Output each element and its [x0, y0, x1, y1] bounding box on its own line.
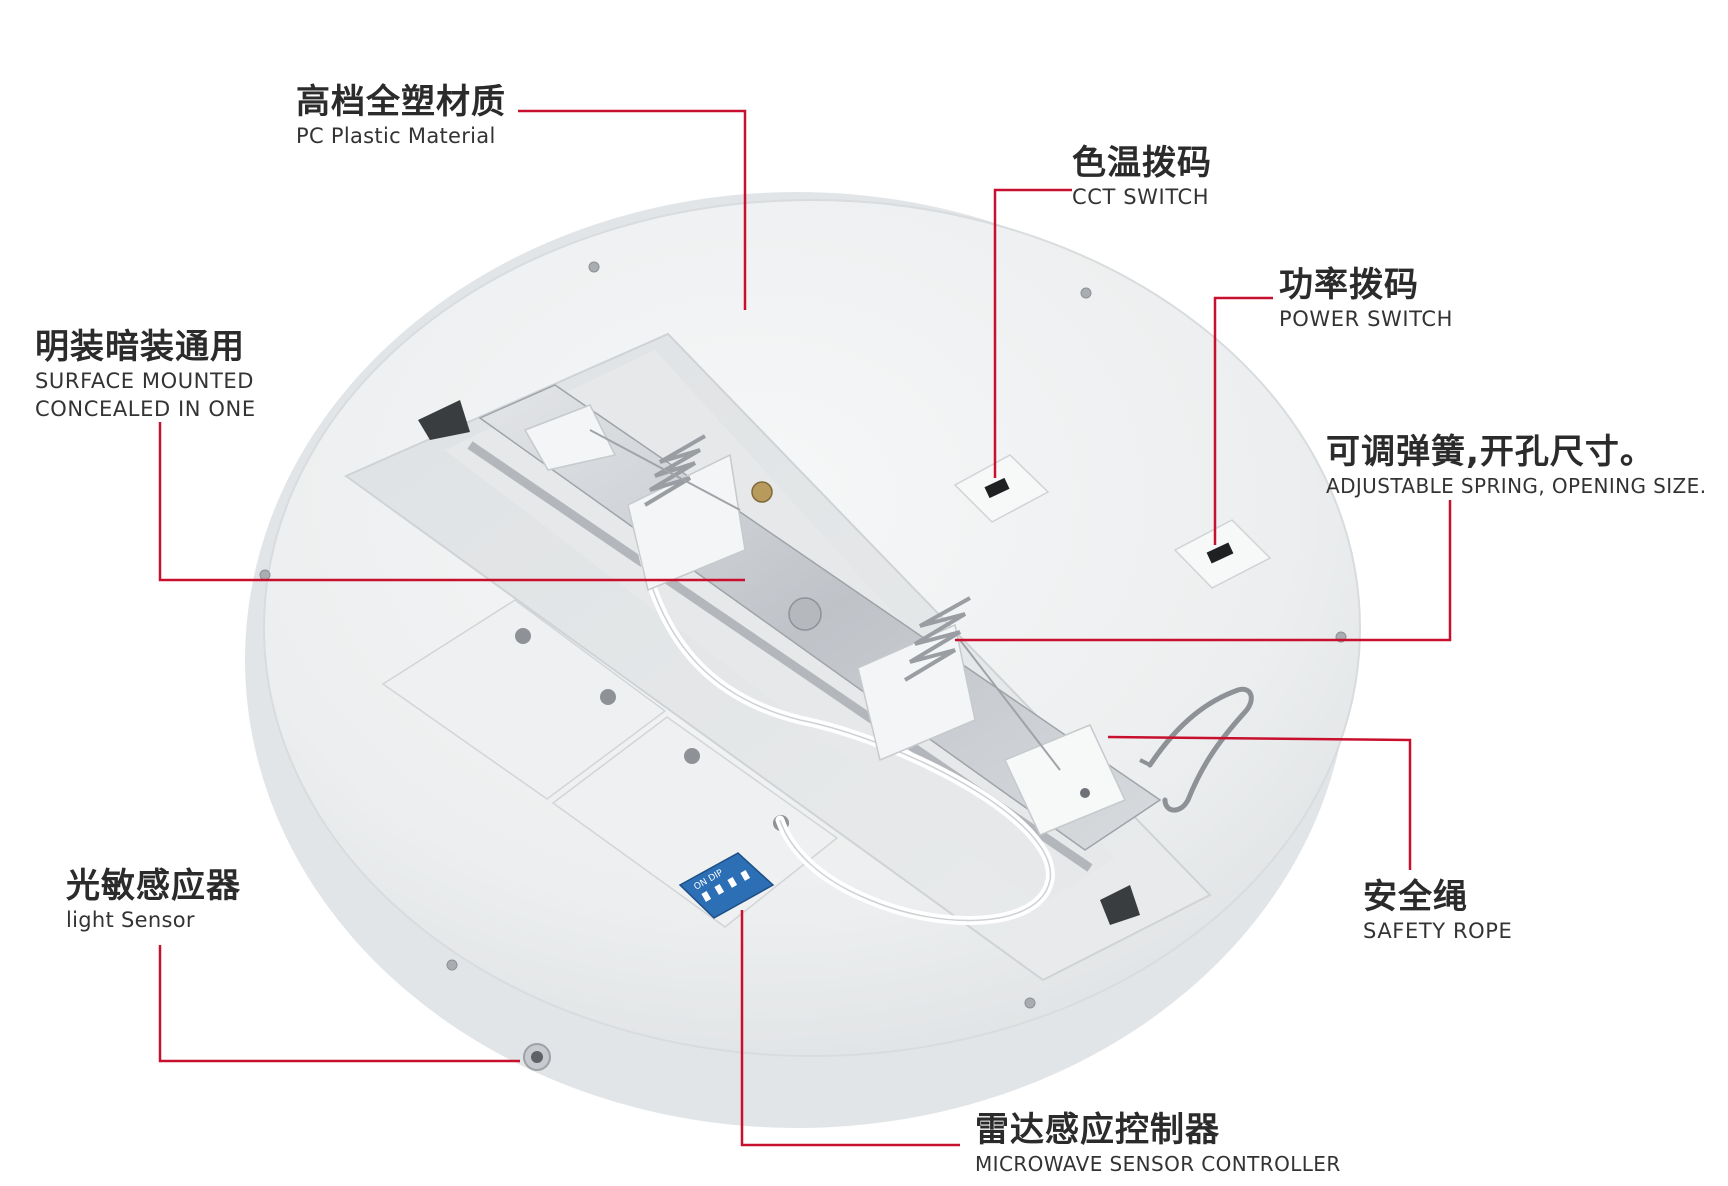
sensor-lens — [531, 1051, 543, 1063]
mounting-zh: 明装暗装通用 — [35, 327, 245, 367]
power-switch[interactable] — [1173, 519, 1272, 589]
callout-cct: 色温拨码 CCT SWITCH — [1072, 143, 1212, 211]
switch-slider — [984, 477, 1010, 499]
screw — [751, 481, 773, 503]
bracket-hole — [788, 597, 822, 631]
spring-coil — [903, 596, 971, 682]
microwave-dip-switch[interactable]: ON DIP — [678, 852, 775, 919]
dip-keys — [701, 870, 751, 902]
clip-hole — [1080, 788, 1090, 798]
microwave-zh: 雷达感应控制器 — [975, 1110, 1220, 1150]
callout-spring: 可调弹簧,开孔尺寸。 ADJUSTABLE SPRING, OPENING SI… — [1326, 432, 1706, 500]
channel-slot — [1100, 885, 1140, 925]
material-zh: 高档全塑材质 — [296, 82, 506, 122]
mounting-en-1: SURFACE MOUNTED — [35, 369, 255, 393]
leader-rope — [1107, 735, 1412, 870]
screw — [259, 569, 271, 581]
leader-spring — [955, 500, 1452, 642]
rope-zh: 安全绳 — [1363, 877, 1468, 917]
leader-light-sensor — [158, 945, 520, 1063]
callout-microwave: 雷达感应控制器 MICROWAVE SENSOR CONTROLLER — [975, 1110, 1341, 1178]
leader-lines — [158, 109, 1452, 1147]
light-sensor — [523, 1043, 551, 1071]
light-sensor-en: light Sensor — [66, 908, 195, 932]
leader-material — [518, 109, 747, 310]
callout-material: 高档全塑材质 PC Plastic Material — [296, 82, 506, 150]
screw — [446, 959, 458, 971]
clip-block — [627, 453, 746, 592]
mounting-en-2: CONCEALED IN ONE — [35, 397, 256, 421]
callout-rope: 安全绳 SAFETY ROPE — [1363, 877, 1512, 945]
material-en: PC Plastic Material — [296, 124, 496, 148]
callout-mounting: 明装暗装通用 SURFACE MOUNTED CONCEALED IN ONE — [35, 327, 256, 423]
spring-zh: 可调弹簧,开孔尺寸。 — [1326, 432, 1655, 472]
callout-power: 功率拨码 POWER SWITCH — [1279, 265, 1453, 333]
cct-switch[interactable] — [953, 454, 1050, 523]
power-cable-edge — [639, 539, 1051, 922]
leader-power — [1213, 296, 1273, 545]
clip-end — [1003, 724, 1127, 836]
spring-en: ADJUSTABLE SPRING, OPENING SIZE. — [1326, 474, 1707, 498]
leader-cct — [993, 188, 1072, 478]
power-zh: 功率拨码 — [1279, 265, 1419, 305]
dip-key — [727, 877, 738, 888]
dip-key — [701, 891, 712, 902]
cct-zh: 色温拨码 — [1072, 143, 1212, 183]
leader-mounting — [158, 422, 745, 582]
screw — [1080, 287, 1092, 299]
lower-spring-clip — [857, 596, 1127, 836]
rope-en: SAFETY ROPE — [1363, 919, 1513, 943]
clip-wire — [589, 429, 741, 511]
cover-hole — [684, 748, 700, 764]
cover-hole — [515, 628, 531, 644]
dip-key — [740, 870, 751, 881]
power-en: POWER SWITCH — [1279, 307, 1454, 331]
driver-cover — [381, 599, 839, 928]
safety-rope-hook — [1147, 686, 1254, 813]
leader-microwave — [740, 910, 960, 1147]
clip-top — [523, 404, 617, 471]
cover-panel-left — [381, 599, 667, 800]
channel-slot — [418, 400, 470, 440]
cct-en: CCT SWITCH — [1072, 185, 1210, 209]
dip-key — [714, 884, 725, 895]
cover-panel-right — [551, 716, 839, 928]
light-sensor-zh: 光敏感应器 — [66, 866, 241, 906]
clip-wire — [959, 639, 1061, 771]
dip-body — [678, 852, 775, 919]
cover-hole — [600, 689, 616, 705]
screw — [588, 261, 600, 273]
switch-slider — [1206, 542, 1234, 564]
callout-light-sensor: 光敏感应器 light Sensor — [66, 866, 241, 934]
upper-spring-clip — [523, 404, 773, 592]
microwave-en: MICROWAVE SENSOR CONTROLLER — [975, 1152, 1341, 1176]
safety-rope-wire — [1139, 758, 1151, 767]
screw — [1024, 997, 1036, 1009]
